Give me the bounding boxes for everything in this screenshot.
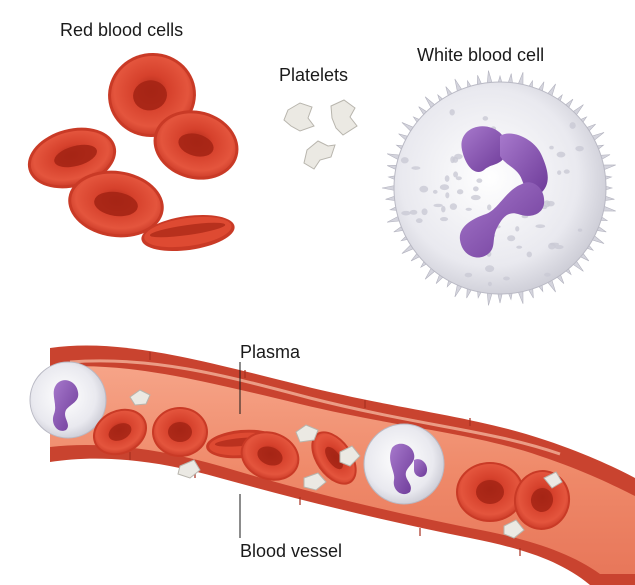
wbc-nucleus <box>459 126 548 258</box>
wbc-granule <box>465 207 472 211</box>
wbc-granule <box>456 189 464 195</box>
wbc-granule <box>433 203 443 208</box>
wbc-granule <box>515 226 520 232</box>
wbc-granule <box>516 245 523 249</box>
wbc-granule <box>449 109 455 116</box>
red-blood-cells-group <box>27 52 239 252</box>
platelet <box>283 102 315 132</box>
platelets-group <box>283 99 358 170</box>
wbc-granule <box>476 178 483 183</box>
wbc-granule <box>450 156 455 164</box>
wbc-granule <box>470 194 481 201</box>
red-blood-cell-side-view <box>141 214 235 252</box>
label-red-blood-cells: Red blood cells <box>60 20 184 40</box>
wbc-granule <box>454 153 463 160</box>
wbc-granule <box>556 151 566 158</box>
vessel-platelet <box>303 472 327 491</box>
wbc-granule <box>439 184 450 191</box>
wbc-granule <box>507 235 516 242</box>
wbc-granule <box>444 175 450 182</box>
wbc-granule <box>411 166 421 170</box>
wbc-granule <box>563 169 570 174</box>
vessel-platelet <box>295 424 319 443</box>
wbc-granule <box>419 185 429 193</box>
vessel-red-blood-cell <box>92 408 148 456</box>
wbc-granule <box>543 200 551 208</box>
vessel-white-blood-cell <box>29 361 107 439</box>
wbc-granule <box>449 203 458 210</box>
platelet <box>330 99 358 136</box>
vessel-red-blood-cell <box>152 407 208 457</box>
white-blood-cell <box>381 70 616 306</box>
wbc-granule <box>482 116 489 121</box>
wbc-granule <box>535 224 546 229</box>
label-platelets: Platelets <box>279 65 349 85</box>
platelet <box>303 140 336 170</box>
wbc-granule <box>569 122 576 129</box>
wbc-granule <box>544 272 551 277</box>
vessel-red-blood-cell <box>240 431 300 481</box>
wbc-granule <box>487 281 492 287</box>
wbc-granule <box>548 242 556 250</box>
wbc-granule <box>441 205 446 213</box>
wbc-granule <box>464 272 473 278</box>
vessel-red-blood-cell <box>311 431 357 485</box>
wbc-granule <box>473 186 479 192</box>
blood-vessel <box>29 345 635 585</box>
wbc-granule <box>440 217 449 222</box>
red-blood-cell <box>68 170 164 238</box>
vessel-white-blood-cell <box>363 423 445 505</box>
wbc-granule <box>453 171 459 178</box>
wbc-granule <box>421 208 428 216</box>
wbc-granule <box>577 228 583 232</box>
vessel-platelet <box>503 519 525 539</box>
wbc-granule <box>503 276 510 281</box>
label-blood-vessel: Blood vessel <box>240 541 343 561</box>
label-white-blood-cell: White blood cell <box>417 45 545 65</box>
wbc-granule <box>400 157 409 164</box>
wbc-granule <box>401 210 411 216</box>
vessel-platelet <box>129 389 151 406</box>
label-plasma: Plasma <box>240 342 301 362</box>
wbc-granule <box>432 189 438 194</box>
wbc-granule <box>557 170 562 175</box>
vessel-red-blood-cell <box>456 462 524 522</box>
red-blood-cell <box>27 127 117 189</box>
wbc-granule <box>549 145 554 150</box>
vessel-platelet <box>177 459 201 479</box>
wbc-granule <box>485 265 495 273</box>
vessel-platelet <box>543 471 563 489</box>
wbc-granule <box>575 145 584 152</box>
wbc-granule <box>487 204 492 211</box>
wbc-granule <box>526 251 532 258</box>
red-blood-cell <box>153 110 239 180</box>
wbc-granule <box>455 176 462 181</box>
vessel-platelet <box>339 445 361 467</box>
wbc-granule <box>554 245 564 250</box>
wbc-granule <box>409 209 418 215</box>
wbc-granule <box>415 218 423 224</box>
wbc-granule <box>445 192 450 199</box>
